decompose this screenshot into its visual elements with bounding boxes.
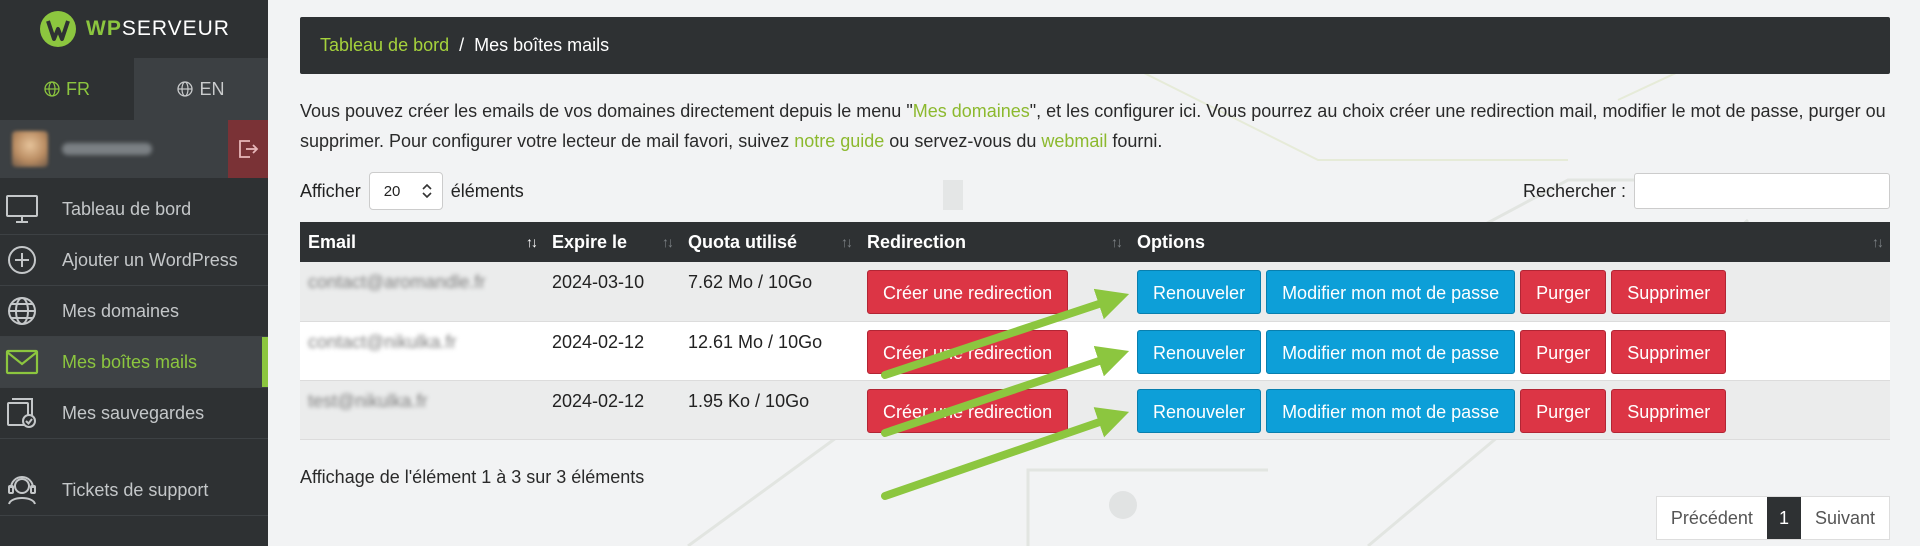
mail-icon <box>5 349 39 375</box>
select-arrows-icon <box>422 184 432 198</box>
globe-icon <box>177 81 194 97</box>
lang-fr-button[interactable]: FR <box>0 58 134 120</box>
show-label: Afficher <box>300 180 361 201</box>
renew-button[interactable]: Renouveler <box>1137 329 1262 374</box>
renew-button[interactable]: Renouveler <box>1137 270 1262 314</box>
logout-icon <box>239 140 259 158</box>
webmail-link[interactable]: webmail <box>1041 131 1108 151</box>
sidebar: WPSERVEUR FR EN Tableau de bord Ajouter … <box>0 0 268 546</box>
email-cell: test@nikulka.fr <box>308 390 428 411</box>
headset-icon <box>8 476 36 505</box>
logout-button[interactable] <box>228 120 268 178</box>
monitor-icon <box>6 195 38 223</box>
language-switcher: FR EN <box>0 58 268 120</box>
quota-cell: 7.62 Mo / 10Go <box>688 272 813 292</box>
quota-cell: 1.95 Ko / 10Go <box>688 390 810 411</box>
pagination: Précédent 1 Suivant <box>1655 496 1890 540</box>
table-controls: Afficher 20 éléments Rechercher : <box>300 172 1890 210</box>
expires-cell: 2024-03-10 <box>552 272 645 292</box>
sidebar-nav: Tableau de bord Ajouter un WordPress Mes… <box>0 184 268 516</box>
sidebar-item-domains[interactable]: Mes domaines <box>0 286 268 337</box>
change-password-button[interactable]: Modifier mon mot de passe <box>1266 388 1516 433</box>
breadcrumb: Tableau de bord / Mes boîtes mails <box>300 17 1890 74</box>
my-domains-link[interactable]: Mes domaines <box>912 101 1030 121</box>
table-row: contact@nikulka.fr 2024-02-12 12.61 Mo /… <box>300 321 1890 381</box>
email-cell: contact@aromandle.fr <box>308 272 486 292</box>
user-name-redacted <box>62 143 152 155</box>
brand-logo[interactable]: WPSERVEUR <box>0 0 268 58</box>
expires-cell: 2024-02-12 <box>552 390 645 411</box>
brand-name: WPSERVEUR <box>86 17 230 40</box>
breadcrumb-home-link[interactable]: Tableau de bord <box>320 35 450 55</box>
sidebar-item-support-tickets[interactable]: Tickets de support <box>0 465 268 516</box>
lang-en-button[interactable]: EN <box>134 58 268 120</box>
create-redirect-button[interactable]: Créer une redirection <box>867 388 1069 433</box>
plus-circle-icon <box>8 246 36 274</box>
purge-button[interactable]: Purger <box>1520 270 1607 314</box>
logo-icon <box>40 11 76 47</box>
change-password-button[interactable]: Modifier mon mot de passe <box>1266 329 1516 374</box>
breadcrumb-separator: / <box>459 35 465 55</box>
delete-button[interactable]: Supprimer <box>1611 329 1727 374</box>
sort-icon: ↑↓ <box>1111 234 1123 250</box>
sidebar-item-mailboxes[interactable]: Mes boîtes mails <box>0 337 268 388</box>
page-size-select[interactable]: 20 <box>368 172 443 210</box>
search-input[interactable] <box>1634 173 1890 209</box>
guide-link[interactable]: notre guide <box>794 131 885 151</box>
avatar <box>12 131 48 167</box>
column-header-quota[interactable]: Quota utilisé↑↓ <box>688 231 853 252</box>
breadcrumb-current: Mes boîtes mails <box>474 35 610 55</box>
sidebar-item-dashboard[interactable]: Tableau de bord <box>0 184 268 235</box>
purge-button[interactable]: Purger <box>1520 329 1607 374</box>
change-password-button[interactable]: Modifier mon mot de passe <box>1266 270 1516 314</box>
search-label: Rechercher : <box>1522 180 1626 201</box>
sort-icon: ↑↓ <box>841 234 853 250</box>
backup-icon <box>7 398 36 428</box>
quota-cell: 12.61 Mo / 10Go <box>688 331 823 352</box>
user-panel <box>0 120 268 178</box>
table-row: contact@aromandle.fr 2024-03-10 7.62 Mo … <box>300 262 1890 322</box>
globe-icon <box>44 81 60 97</box>
main-content: Tableau de bord / Mes boîtes mails Vous … <box>300 0 1890 546</box>
sidebar-item-add-wordpress[interactable]: Ajouter un WordPress <box>0 235 268 286</box>
table-row: test@nikulka.fr 2024-02-12 1.95 Ko / 10G… <box>300 380 1890 440</box>
table-header-row: Email↑↓ Expire le↑↓ Quota utilisé↑↓ Redi… <box>300 222 1890 262</box>
next-page-button[interactable]: Suivant <box>1814 507 1875 528</box>
globe-icon <box>8 297 36 325</box>
column-header-options[interactable]: Options↑↓ <box>1137 231 1884 252</box>
expires-cell: 2024-02-12 <box>552 331 645 352</box>
create-redirect-button[interactable]: Créer une redirection <box>867 329 1069 374</box>
sort-icon: ↑↓ <box>526 234 538 250</box>
delete-button[interactable]: Supprimer <box>1611 388 1727 433</box>
sort-icon: ↑↓ <box>1872 234 1884 250</box>
email-cell: contact@nikulka.fr <box>308 331 457 352</box>
intro-text: Vous pouvez créer les emails de vos doma… <box>300 101 1886 151</box>
renew-button[interactable]: Renouveler <box>1137 388 1262 433</box>
elements-label: éléments <box>450 180 524 201</box>
purge-button[interactable]: Purger <box>1520 388 1607 433</box>
table-info: Affichage de l'élément 1 à 3 sur 3 éléme… <box>300 467 645 487</box>
create-redirect-button[interactable]: Créer une redirection <box>867 270 1069 314</box>
mailbox-table: Email↑↓ Expire le↑↓ Quota utilisé↑↓ Redi… <box>300 222 1890 440</box>
column-header-email[interactable]: Email↑↓ <box>308 231 538 252</box>
sidebar-item-backups[interactable]: Mes sauvegardes <box>0 388 268 439</box>
page-1-button[interactable]: 1 <box>1766 497 1801 539</box>
sort-icon: ↑↓ <box>662 234 674 250</box>
delete-button[interactable]: Supprimer <box>1611 270 1727 314</box>
column-header-redirection[interactable]: Redirection↑↓ <box>867 231 1123 252</box>
previous-page-button[interactable]: Précédent <box>1670 507 1753 528</box>
column-header-expires[interactable]: Expire le↑↓ <box>552 231 674 252</box>
